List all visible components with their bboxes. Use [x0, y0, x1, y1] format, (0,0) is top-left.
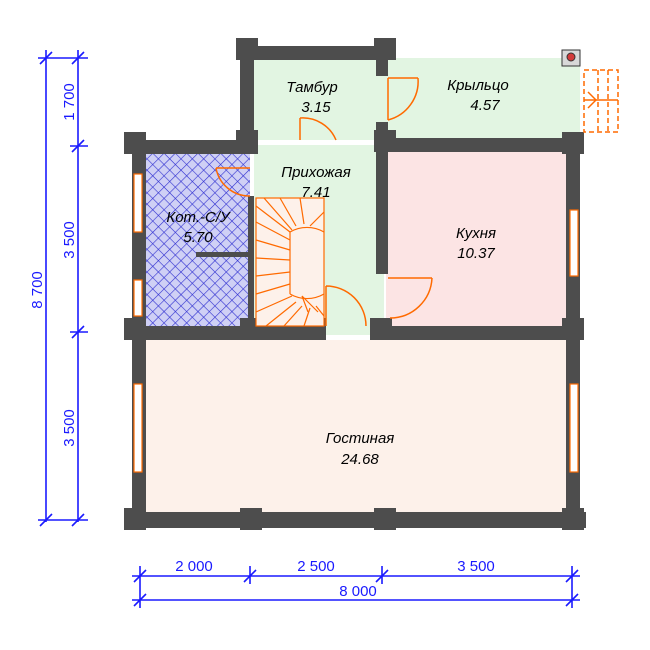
- room-labels: Тамбур 3.15 Крыльцо 4.57 Прихожая 7.41 К…: [166, 77, 508, 468]
- dim-left-2: 3 500: [61, 221, 78, 259]
- doors: [215, 77, 433, 327]
- dim-bottom-1: 2 000: [175, 558, 213, 575]
- room-area-kuhnya: 10.37: [457, 245, 495, 262]
- porch-steps: [583, 69, 619, 133]
- left-dimensions: 1 700 3 500 3 500 8 700: [29, 50, 88, 527]
- porch-column: [561, 49, 581, 67]
- room-fills: [146, 58, 580, 512]
- room-area-krylco: 4.57: [470, 97, 500, 114]
- room-label-gostinaya: Гостиная: [326, 430, 395, 447]
- dim-bottom-2: 2 500: [297, 558, 335, 575]
- vestibule-fill: [254, 58, 384, 140]
- windows: [133, 173, 579, 473]
- window-living-left: [133, 383, 143, 473]
- room-area-kot: 5.70: [183, 229, 213, 246]
- kitchen-fill: [386, 152, 568, 330]
- dim-bottom-total: 8 000: [339, 583, 377, 600]
- bottom-dimensions: 2 000 2 500 3 500 8 000: [132, 558, 580, 608]
- window-boiler-upper: [133, 173, 143, 233]
- door-vestibule-hallway: [299, 117, 337, 141]
- room-label-krylco: Крыльцо: [447, 77, 509, 94]
- window-boiler-lower: [133, 279, 143, 317]
- door-vestibule-porch: [387, 77, 419, 121]
- room-label-tambur: Тамбур: [286, 79, 337, 96]
- dim-left-total: 8 700: [29, 271, 46, 309]
- door-kitchen: [388, 277, 433, 319]
- door-hallway-living: [325, 285, 367, 327]
- dim-left-3: 3 500: [61, 409, 78, 447]
- dim-bottom-3: 3 500: [457, 558, 495, 575]
- staircase: [255, 197, 325, 327]
- room-area-tambur: 3.15: [301, 99, 331, 116]
- dim-left-1: 1 700: [61, 83, 78, 121]
- door-boiler: [215, 167, 251, 197]
- room-label-prihozh: Прихожая: [281, 164, 351, 181]
- room-label-kot: Кот.-С/У: [166, 209, 231, 226]
- room-label-kuhnya: Кухня: [456, 225, 496, 242]
- window-living-right: [569, 383, 579, 473]
- boiler-fill: [146, 154, 250, 328]
- porch-fill: [384, 58, 580, 140]
- room-area-prihozh: 7.41: [301, 184, 330, 201]
- room-area-gostinaya: 24.68: [340, 451, 379, 468]
- living-fill: [146, 340, 570, 512]
- window-kitchen-right: [569, 209, 579, 277]
